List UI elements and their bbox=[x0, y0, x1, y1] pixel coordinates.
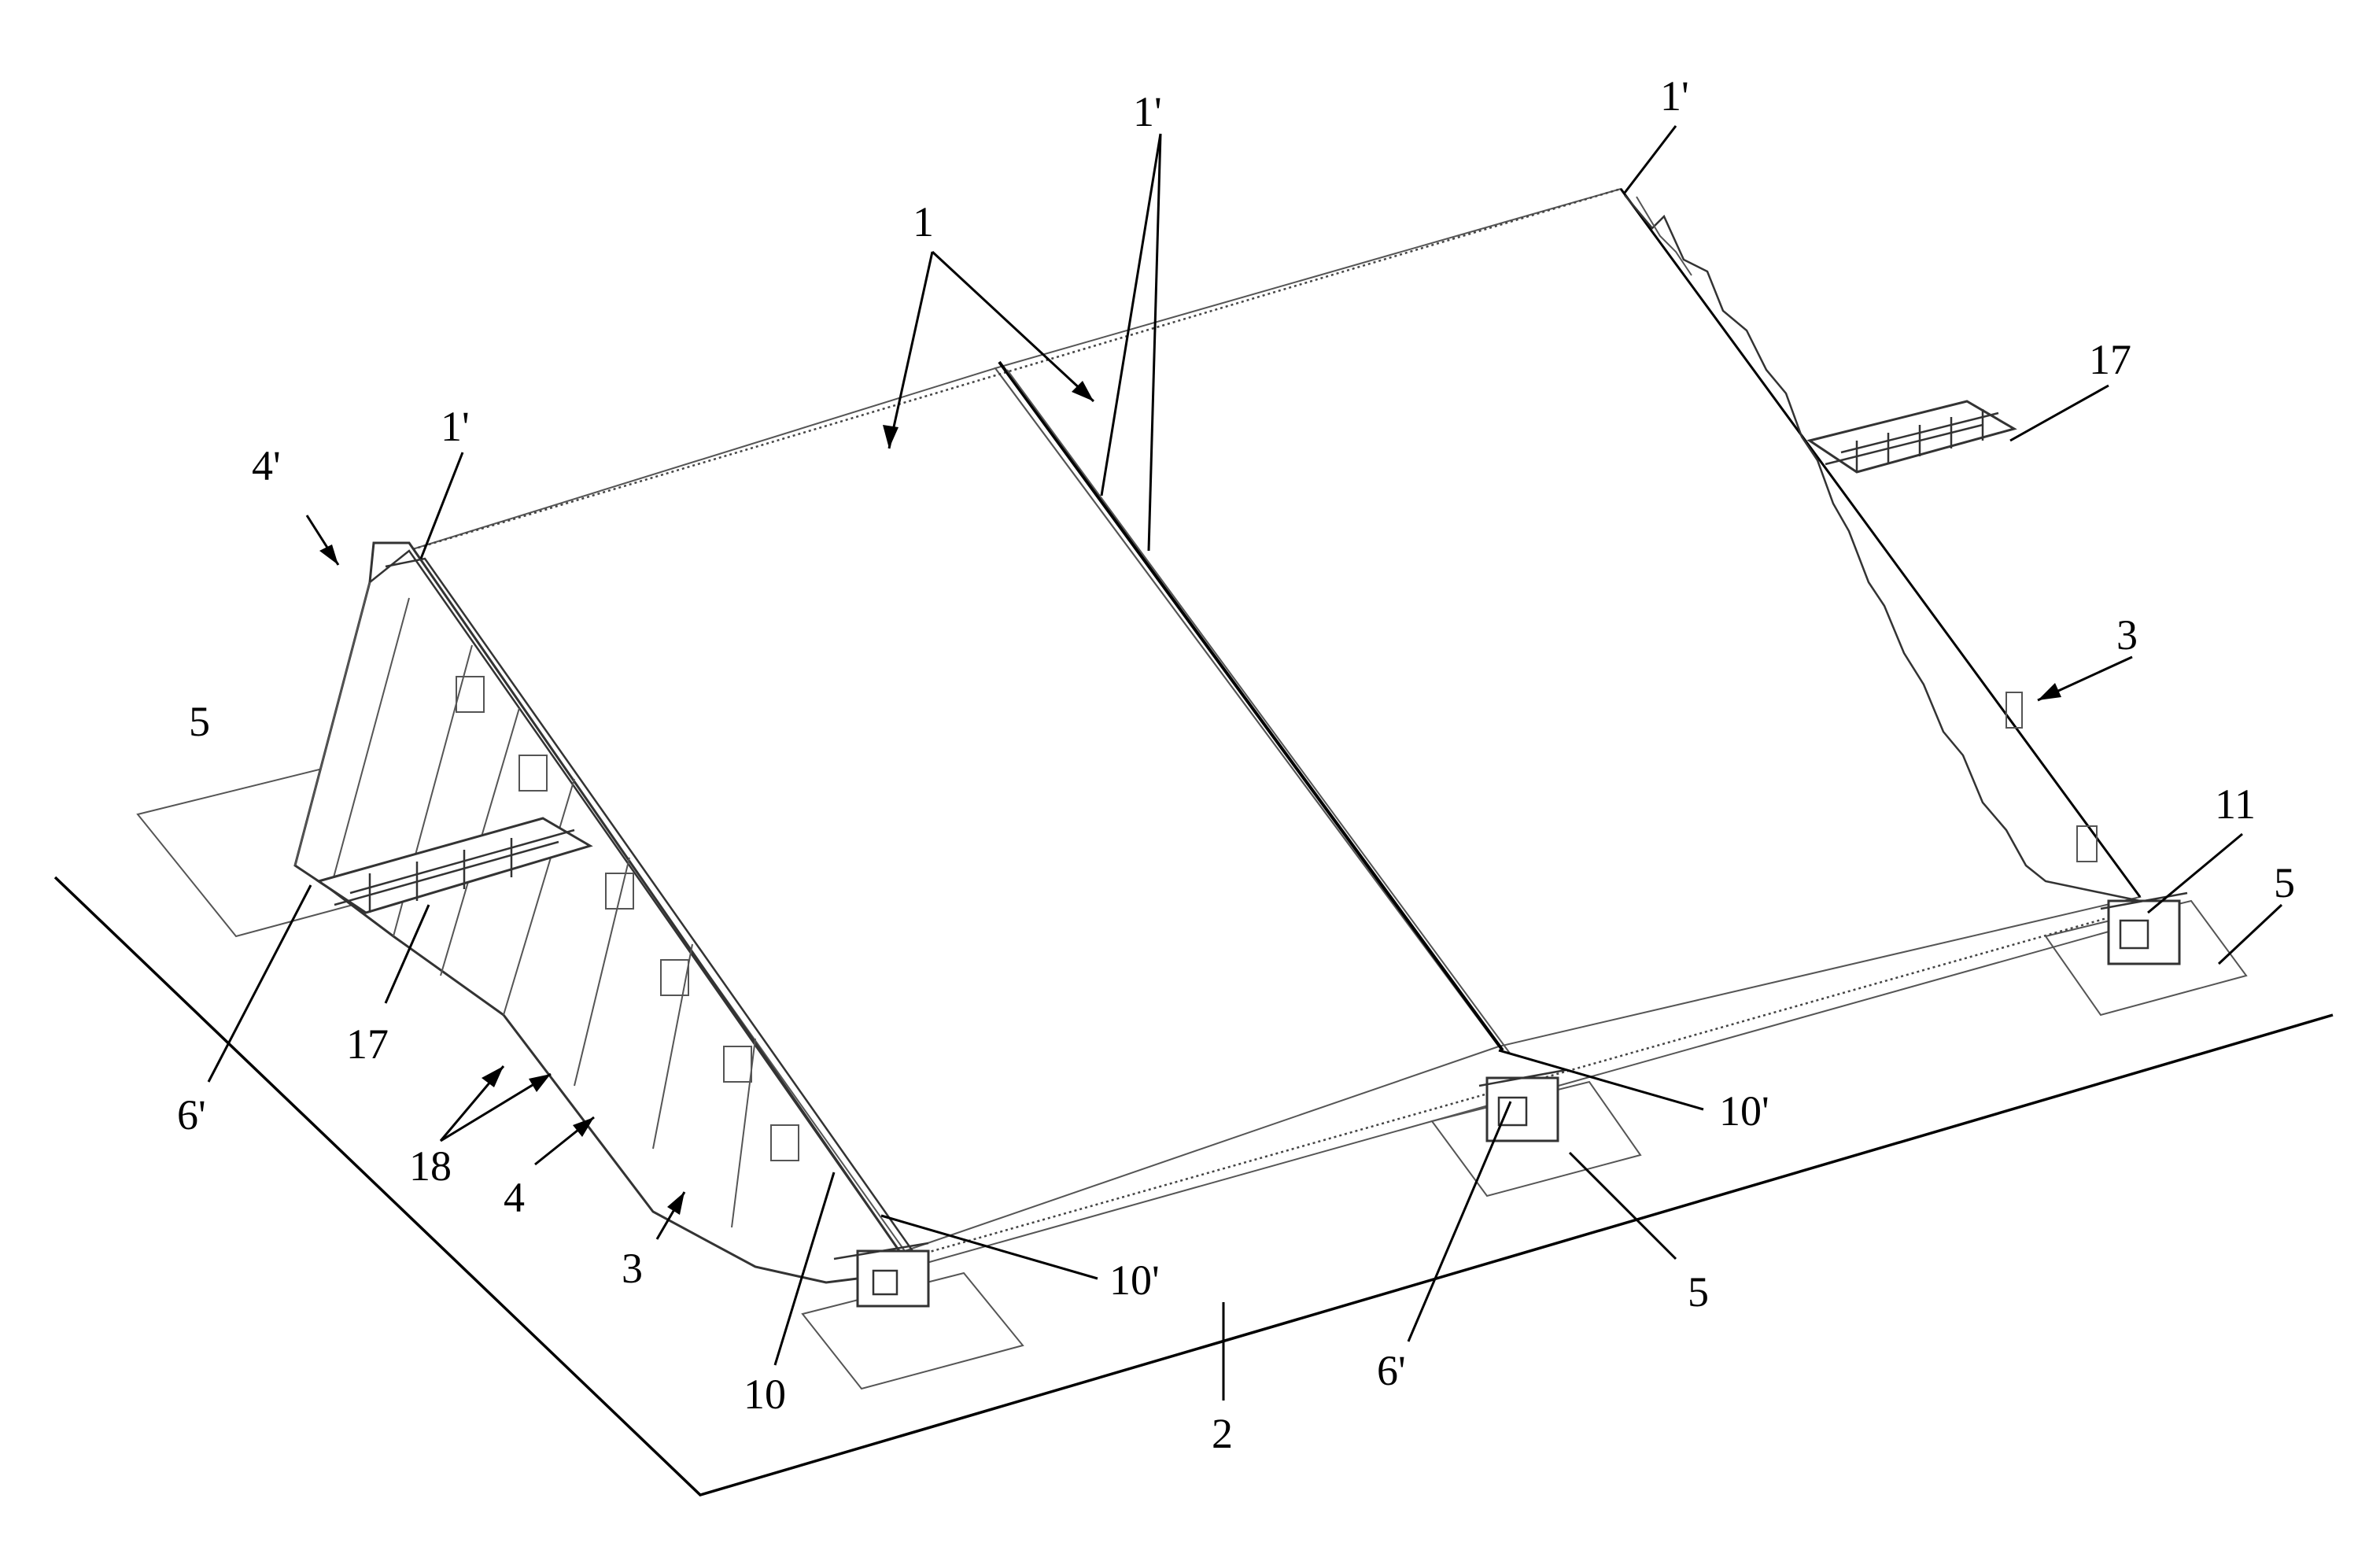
label-10p-mid: 10' bbox=[1719, 1087, 1769, 1135]
label-1p-mid: 1' bbox=[1133, 88, 1162, 135]
center-rail-inner bbox=[1007, 370, 1511, 1054]
foot-middle bbox=[1479, 1070, 1566, 1141]
label-11: 11 bbox=[2215, 781, 2256, 828]
label-4: 4 bbox=[504, 1174, 525, 1221]
label-1-left: 1 bbox=[913, 198, 934, 245]
label-6p-mid: 6' bbox=[1377, 1347, 1406, 1394]
label-5-left: 5 bbox=[189, 698, 210, 745]
right-rail bbox=[1621, 189, 2140, 897]
left-support-frame bbox=[295, 543, 913, 1282]
solar-panel-right bbox=[995, 189, 2140, 1046]
label-18: 18 bbox=[409, 1142, 452, 1190]
label-10: 10 bbox=[744, 1371, 786, 1418]
center-rail bbox=[999, 362, 1503, 1050]
label-4p: 4' bbox=[252, 442, 281, 489]
label-5-mid: 5 bbox=[1688, 1268, 1709, 1316]
foot-right bbox=[2101, 893, 2187, 964]
panel-top-edge bbox=[408, 189, 1621, 551]
label-17-right: 17 bbox=[2089, 336, 2131, 383]
label-2: 2 bbox=[1212, 1410, 1233, 1457]
label-17-left: 17 bbox=[346, 1020, 389, 1068]
cable-tray-right bbox=[1810, 401, 2014, 472]
label-10p-left: 10' bbox=[1109, 1257, 1160, 1304]
mounting-feet bbox=[834, 893, 2187, 1306]
label-5-right: 5 bbox=[2274, 859, 2295, 906]
label-1p-left: 1' bbox=[441, 403, 470, 450]
label-1p-right: 1' bbox=[1660, 72, 1689, 120]
label-3-right: 3 bbox=[2116, 611, 2138, 659]
roof-plane bbox=[55, 877, 2333, 1495]
label-6p-left: 6' bbox=[177, 1091, 206, 1139]
label-3-left: 3 bbox=[622, 1245, 643, 1292]
